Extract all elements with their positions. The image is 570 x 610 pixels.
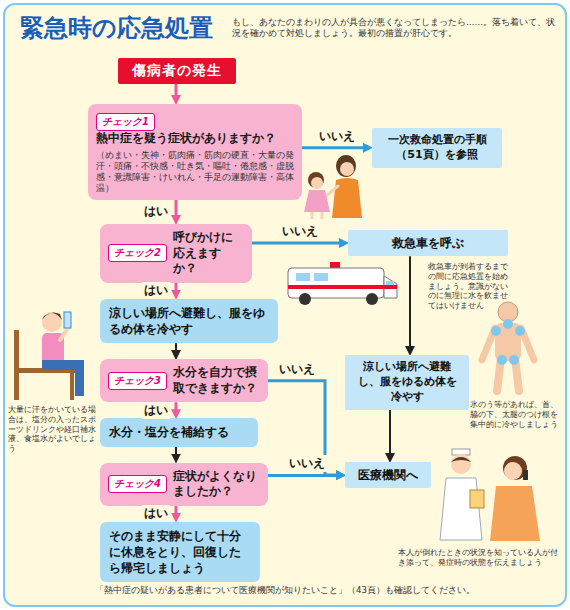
flow-arrow — [175, 402, 178, 414]
action-box: そのまま安静にして十分に休息をとり、回復したら帰宅しましょう — [100, 522, 260, 583]
box-text: 医療機関へ — [353, 467, 423, 483]
intro-text: もし、あなたのまわりの人が具合が悪くなってしまったら……。落ち着いて、状況を確か… — [232, 17, 560, 39]
flow-arrow — [175, 283, 178, 295]
note-text: 救急車が到着するまでの間に応急処置を始めましょう。意識がないのに無理に水を飲ませ… — [428, 262, 514, 311]
question-text: 水分を自力で摂取できますか？ — [173, 365, 260, 396]
question-text: 熱中症を疑う症状がありますか？ — [96, 131, 294, 147]
question-text: 症状がよくなりましたか？ — [173, 469, 260, 500]
box-text: 水分・塩分を補給する — [109, 424, 249, 440]
page-title: 緊急時の応急処置 — [20, 12, 213, 44]
check-box: チェック3 水分を自力で摂取できますか？ — [100, 359, 268, 402]
check-tag: チェック3 — [108, 372, 167, 390]
check-box: チェック2 呼びかけに応えますか？ — [100, 224, 252, 283]
check-tag: チェック4 — [108, 475, 167, 493]
flow-arrow — [409, 256, 411, 351]
check-tag: チェック1 — [96, 113, 155, 131]
ambulance — [288, 262, 397, 305]
drinking-woman-figure — [14, 312, 84, 400]
branch-label: いいえ — [317, 128, 357, 145]
branch-label: いいえ — [287, 455, 327, 472]
branch-label: いいえ — [280, 223, 320, 240]
branch-label: はい — [142, 505, 170, 522]
check-box: チェック4 症状がよくなりましたか？ — [100, 463, 268, 506]
check-box: チェック1熱中症を疑う症状がありますか？ （めまい・失神・筋肉痛・筋肉の硬直・大量… — [88, 104, 302, 200]
symptom-list: （めまい・失神・筋肉痛・筋肉の硬直・大量の発汗・頭痛・不快感・吐き気・嘔吐・倦怠… — [96, 150, 294, 194]
question-text: 呼びかけに応えますか？ — [173, 230, 244, 277]
box-text: そのまま安静にして十分に休息をとり、回復したら帰宅しましょう — [109, 528, 251, 577]
flow-arrow — [389, 410, 391, 459]
action-box: 涼しい場所へ避難し、服をゆるめ体を冷やす — [345, 355, 469, 410]
start-box: 傷病者の発生 — [118, 58, 236, 84]
page-caption: 「熱中症の疑いがある患者について医療機関が知りたいこと」（43頁）も確認してくだ… — [10, 585, 560, 597]
action-box: 水分・塩分を補給する — [100, 418, 258, 446]
flow-arrow — [175, 447, 177, 459]
action-box: 涼しい場所へ避難し、服をゆるめ体を冷やす — [100, 299, 278, 343]
mother-child-figure — [304, 155, 362, 219]
branch-label: はい — [142, 203, 170, 220]
box-text: 救急車を呼ぶ — [356, 235, 500, 251]
box-text: 涼しい場所へ避難し、服をゆるめ体を冷やす — [353, 360, 461, 405]
box-text: 傷病者の発生 — [124, 62, 230, 80]
check-tag: チェック2 — [108, 244, 167, 262]
flow-arrow — [268, 381, 341, 475]
action-box: 医療機関へ — [345, 462, 431, 488]
flow-arrow — [175, 343, 177, 355]
branch-label: はい — [142, 282, 170, 299]
note-text: 氷のう等があれば、首、脇の下、太腿のつけ根を集中的に冷やしましょう — [470, 400, 562, 429]
branch-label: はい — [142, 402, 170, 419]
nurse-and-companion-figure — [440, 449, 540, 541]
action-box: 救急車を呼ぶ — [348, 230, 508, 256]
flow-arrow — [302, 146, 368, 149]
flow-arrow — [175, 200, 178, 220]
body-cooling-figure — [482, 302, 534, 391]
flow-arrow — [268, 474, 341, 477]
note-text: 大量に汗をかいている場合は、塩分の入ったスポーツドリンクや経口補水液、食塩水がよ… — [8, 405, 96, 454]
box-text: 一次救命処置の手順（51頁）を参照 — [380, 133, 494, 163]
flow-arrow — [175, 506, 178, 518]
note-text: 本人が倒れたときの状況を知っている人が付き添って、発症時の状態を伝えましょう — [398, 548, 558, 568]
flow-arrow — [175, 84, 178, 100]
flow-arrow — [252, 242, 344, 245]
reference-box: 一次救命処置の手順（51頁）を参照 — [372, 128, 502, 168]
box-text: 涼しい場所へ避難し、服をゆるめ体を冷やす — [109, 305, 269, 337]
branch-label: いいえ — [277, 361, 317, 378]
